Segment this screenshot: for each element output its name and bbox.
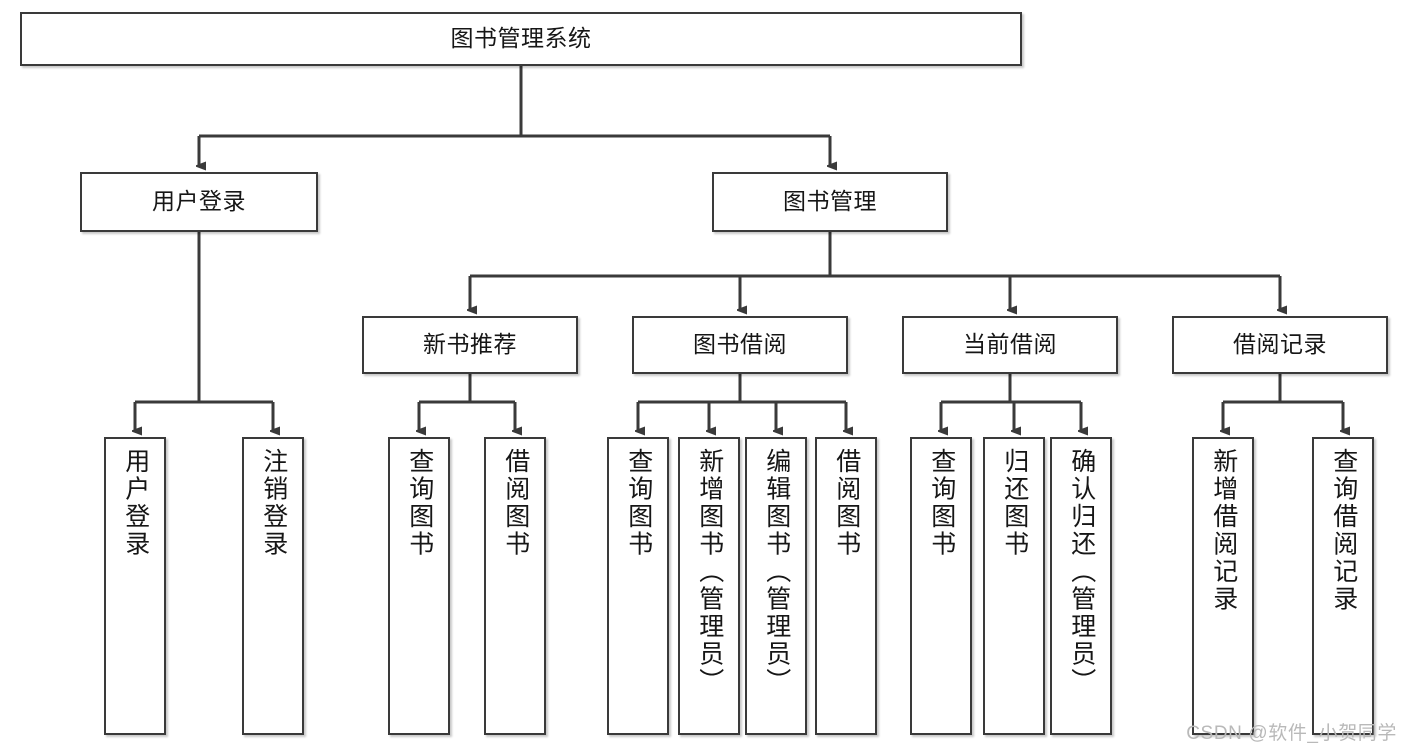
node-leaf-borrow-book-label: 借阅图书 (832, 448, 861, 558)
node-leaf-confirm-return-admin-label: 确认归还（管理员） (1067, 448, 1096, 696)
node-leaf-borrow-book[interactable]: 借阅图书 (815, 437, 877, 735)
node-book-management[interactable]: 图书管理 (712, 172, 948, 232)
node-leaf-borrow-book-new-label: 借阅图书 (501, 448, 530, 558)
node-leaf-add-book-admin-label: 新增图书（管理员） (695, 448, 724, 696)
node-leaf-confirm-return-admin[interactable]: 确认归还（管理员） (1050, 437, 1112, 735)
node-root[interactable]: 图书管理系统 (20, 12, 1022, 66)
node-user-login-label: 用户登录 (152, 188, 246, 215)
node-book-borrow[interactable]: 图书借阅 (632, 316, 848, 374)
node-new-book-recommend-label: 新书推荐 (423, 331, 517, 358)
node-leaf-query-borrow-record-label: 查询借阅记录 (1329, 448, 1358, 613)
node-user-login[interactable]: 用户登录 (80, 172, 318, 232)
csdn-watermark: CSDN @软件_小贺同学 (1186, 723, 1397, 744)
node-root-label: 图书管理系统 (450, 25, 592, 52)
node-current-borrow-label: 当前借阅 (963, 331, 1057, 358)
node-leaf-add-book-admin[interactable]: 新增图书（管理员） (678, 437, 740, 735)
node-leaf-user-login[interactable]: 用户登录 (104, 437, 166, 735)
node-new-book-recommend[interactable]: 新书推荐 (362, 316, 578, 374)
node-leaf-edit-book-admin[interactable]: 编辑图书（管理员） (745, 437, 807, 735)
node-leaf-edit-book-admin-label: 编辑图书（管理员） (762, 448, 791, 696)
node-leaf-query-book-new-label: 查询图书 (405, 448, 434, 558)
node-current-borrow[interactable]: 当前借阅 (902, 316, 1118, 374)
node-leaf-add-borrow-record[interactable]: 新增借阅记录 (1192, 437, 1254, 735)
node-leaf-logout-login[interactable]: 注销登录 (242, 437, 304, 735)
node-book-borrow-label: 图书借阅 (693, 331, 787, 358)
node-leaf-logout-login-label: 注销登录 (259, 448, 288, 558)
node-leaf-return-book[interactable]: 归还图书 (983, 437, 1045, 735)
node-book-management-label: 图书管理 (783, 188, 877, 215)
node-borrow-record[interactable]: 借阅记录 (1172, 316, 1388, 374)
node-leaf-borrow-book-new[interactable]: 借阅图书 (484, 437, 546, 735)
node-leaf-add-borrow-record-label: 新增借阅记录 (1209, 448, 1238, 613)
node-leaf-query-borrow-record[interactable]: 查询借阅记录 (1312, 437, 1374, 735)
node-leaf-query-book-current[interactable]: 查询图书 (910, 437, 972, 735)
node-leaf-query-book-borrow[interactable]: 查询图书 (607, 437, 669, 735)
node-leaf-query-book-current-label: 查询图书 (927, 448, 956, 558)
node-leaf-user-login-label: 用户登录 (121, 448, 150, 558)
node-leaf-query-book-new[interactable]: 查询图书 (388, 437, 450, 735)
node-borrow-record-label: 借阅记录 (1233, 331, 1327, 358)
node-leaf-return-book-label: 归还图书 (1000, 448, 1029, 558)
node-leaf-query-book-borrow-label: 查询图书 (624, 448, 653, 558)
